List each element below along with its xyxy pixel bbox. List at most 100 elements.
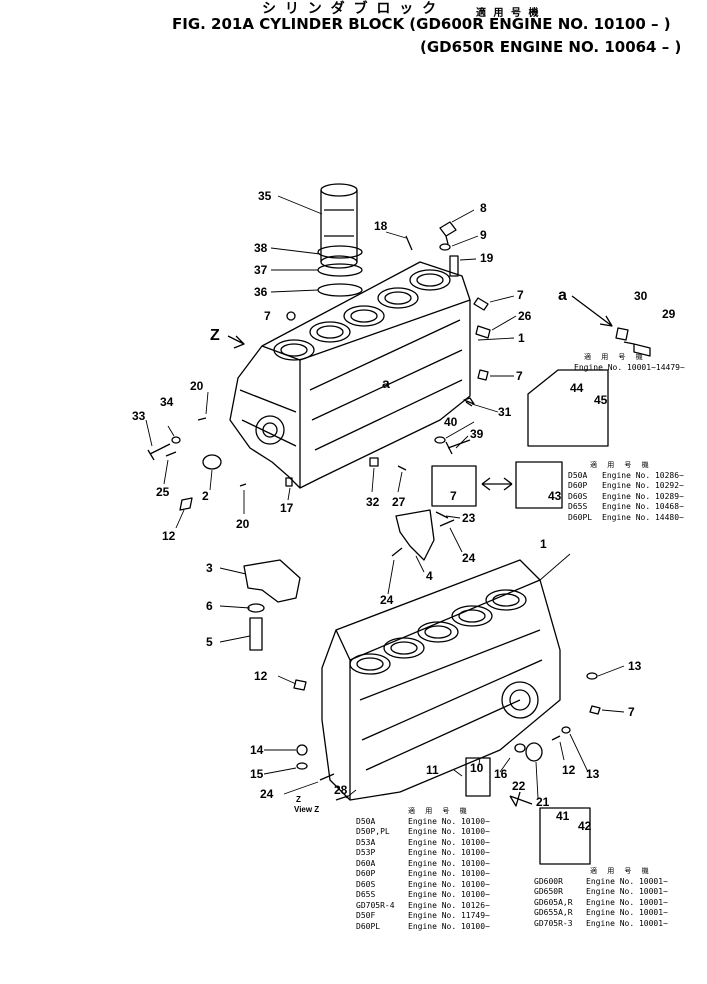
callout: 2: [202, 489, 209, 503]
view-a-block-label: a: [382, 375, 390, 391]
callout: 6: [206, 599, 213, 613]
callout: 25: [156, 485, 170, 499]
o-ring-37: [317, 263, 363, 277]
callout: 3: [206, 561, 213, 575]
washer-9: [439, 243, 451, 251]
table-cell-engine: Engine No. 10001~: [586, 887, 668, 896]
table-cell-engine: Engine No. 11749~: [408, 911, 490, 920]
washer-34: [171, 436, 181, 444]
table-cell-engine: Engine No. 10292~: [602, 481, 684, 490]
applicability-table-top: 適 用 号 機 Engine No. 10001~14479~: [574, 352, 685, 373]
table-cell-model: D65S: [356, 890, 376, 899]
callout: 1: [518, 331, 525, 345]
plug-7b: [477, 369, 489, 381]
table-cell-engine: Engine No. 10100~: [408, 837, 490, 847]
bearing-cap-4: [395, 509, 435, 561]
table-cell-model: D50P,PL: [356, 827, 390, 836]
bearing-cap-3: [243, 559, 301, 603]
plug-12c: [551, 735, 561, 741]
callout: 12: [254, 669, 268, 683]
callout: 41: [556, 809, 570, 823]
pin-27: [397, 465, 407, 471]
callout: 21: [536, 795, 550, 809]
table-header: 適 用 号 機: [590, 461, 652, 469]
callout: 43: [548, 489, 562, 503]
callout: 24: [462, 551, 476, 565]
table-cell-engine: Engine No. 10100~: [408, 869, 490, 878]
bolt-33: [147, 443, 171, 461]
pin-23: [435, 511, 449, 519]
bolt-24b: [391, 547, 403, 557]
o-ring-13b: [561, 726, 571, 734]
callout: 7: [450, 489, 457, 503]
table-cell-engine: Engine No. 10100~: [408, 816, 490, 826]
callout: 24: [380, 593, 394, 607]
pin-18: [405, 235, 413, 251]
bolt-12a: [179, 497, 193, 511]
table-cell-engine: Engine No. 14480~: [602, 512, 684, 522]
table-cell-model: GD600R: [534, 876, 563, 886]
plug-7a: [473, 297, 489, 311]
callout: 37: [254, 263, 268, 277]
bolt-24a: [439, 519, 455, 527]
callout: 8: [480, 201, 487, 215]
arrow-a: [571, 295, 613, 327]
callout: 5: [206, 635, 213, 649]
table-cell-engine: Engine No. 10286~: [602, 470, 684, 480]
pin-20a: [197, 417, 207, 421]
table-row: D50A Engine No. 10286~: [568, 471, 684, 482]
arrow-z: [227, 335, 245, 349]
table-cell-engine: Engine No. 10001~: [586, 908, 668, 917]
view-a-label: a: [558, 287, 567, 304]
table-cell-engine: Engine No. 10001~: [586, 876, 668, 886]
cylinder-liner: [320, 183, 358, 269]
callout: 42: [578, 819, 592, 833]
table-cell-model: GD705R-4: [356, 900, 395, 910]
table-header: 適 用 号 機: [408, 807, 470, 815]
figure-subtitle: (GD650R ENGINE NO. 10064 – ): [420, 38, 682, 56]
table-cell-model: D50A: [568, 470, 588, 480]
seal-14: [296, 744, 308, 756]
callout: 17: [280, 501, 294, 515]
table-cell-engine: Engine No. 10001~: [586, 918, 668, 928]
plug-12b: [293, 679, 307, 691]
callout: 30: [634, 289, 648, 303]
callout: 15: [250, 767, 264, 781]
view-z-label: Z: [296, 795, 301, 804]
callout: 20: [236, 517, 250, 531]
callout: 20: [190, 379, 204, 393]
callout: 29: [662, 307, 676, 321]
callout: 35: [258, 189, 272, 203]
table-cell-engine: Engine No. 10289~: [602, 491, 684, 501]
table-cell-model: GD605A,R: [534, 897, 573, 907]
table-cell-model: D60S: [356, 879, 376, 889]
callout: 13: [586, 767, 600, 781]
washer-15: [296, 762, 308, 770]
callout: 38: [254, 241, 268, 255]
arrow-22: [509, 791, 533, 807]
plug-30: [615, 327, 629, 341]
table-cell-model: D53P: [356, 848, 376, 857]
callout: 7: [517, 288, 524, 302]
bolt-5: [249, 617, 263, 651]
callout: 44: [570, 381, 584, 395]
figure-title: FIG. 201A CYLINDER BLOCK (GD600R ENGINE …: [172, 15, 671, 33]
bolt-39: [445, 439, 471, 455]
callout: 40: [444, 415, 458, 429]
